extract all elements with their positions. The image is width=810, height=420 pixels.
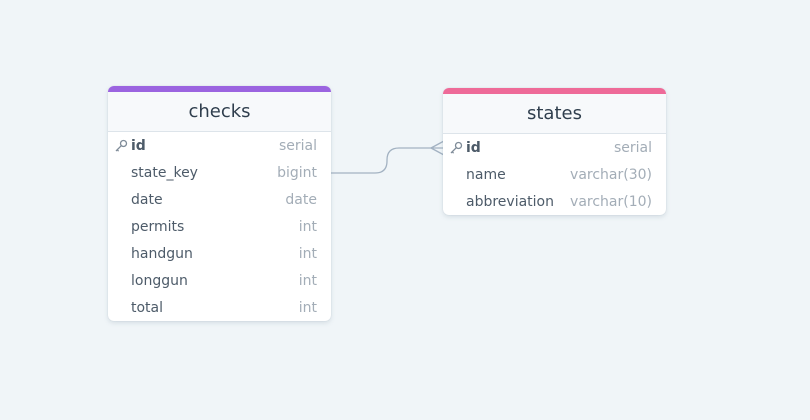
table-row-state_key[interactable]: state_key bigint <box>108 159 331 186</box>
field-name: total <box>131 299 164 316</box>
field-type: varchar(30) <box>570 166 652 183</box>
table-row-name[interactable]: name varchar(30) <box>443 161 666 188</box>
table-row-id[interactable]: id serial <box>443 134 666 161</box>
field-type: int <box>298 299 317 316</box>
field-name: permits <box>131 218 185 235</box>
table-title: states <box>527 103 582 124</box>
table-accent-bar <box>443 88 666 94</box>
table-header[interactable]: checks <box>108 92 331 132</box>
table-row-handgun[interactable]: handgun int <box>108 240 331 267</box>
field-type: date <box>285 191 317 208</box>
table-states[interactable]: states id serial name varchar(30) abbrev… <box>443 88 666 215</box>
field-type: int <box>298 218 317 235</box>
table-header[interactable]: states <box>443 94 666 134</box>
field-type: bigint <box>277 164 317 181</box>
table-row-permits[interactable]: permits int <box>108 213 331 240</box>
key-icon <box>450 141 463 154</box>
table-row-total[interactable]: total int <box>108 294 331 321</box>
field-name: longgun <box>131 272 188 289</box>
field-name: state_key <box>131 164 198 181</box>
field-name: id <box>466 139 481 156</box>
field-name: handgun <box>131 245 193 262</box>
table-row-abbreviation[interactable]: abbreviation varchar(10) <box>443 188 666 215</box>
table-title: checks <box>188 101 251 122</box>
field-type: varchar(10) <box>570 193 652 210</box>
table-row-id[interactable]: id serial <box>108 132 331 159</box>
relationship-line[interactable] <box>331 147 444 174</box>
table-row-longgun[interactable]: longgun int <box>108 267 331 294</box>
field-name: id <box>131 137 146 154</box>
table-row-date[interactable]: date date <box>108 186 331 213</box>
field-type: serial <box>278 137 317 154</box>
table-checks[interactable]: checks id serial state_key bigint date d… <box>108 86 331 321</box>
field-name: name <box>466 166 506 183</box>
field-type: int <box>298 245 317 262</box>
table-accent-bar <box>108 86 331 92</box>
field-type: serial <box>613 139 652 156</box>
key-icon <box>115 139 128 152</box>
field-name: date <box>131 191 163 208</box>
field-type: int <box>298 272 317 289</box>
field-name: abbreviation <box>466 193 554 210</box>
